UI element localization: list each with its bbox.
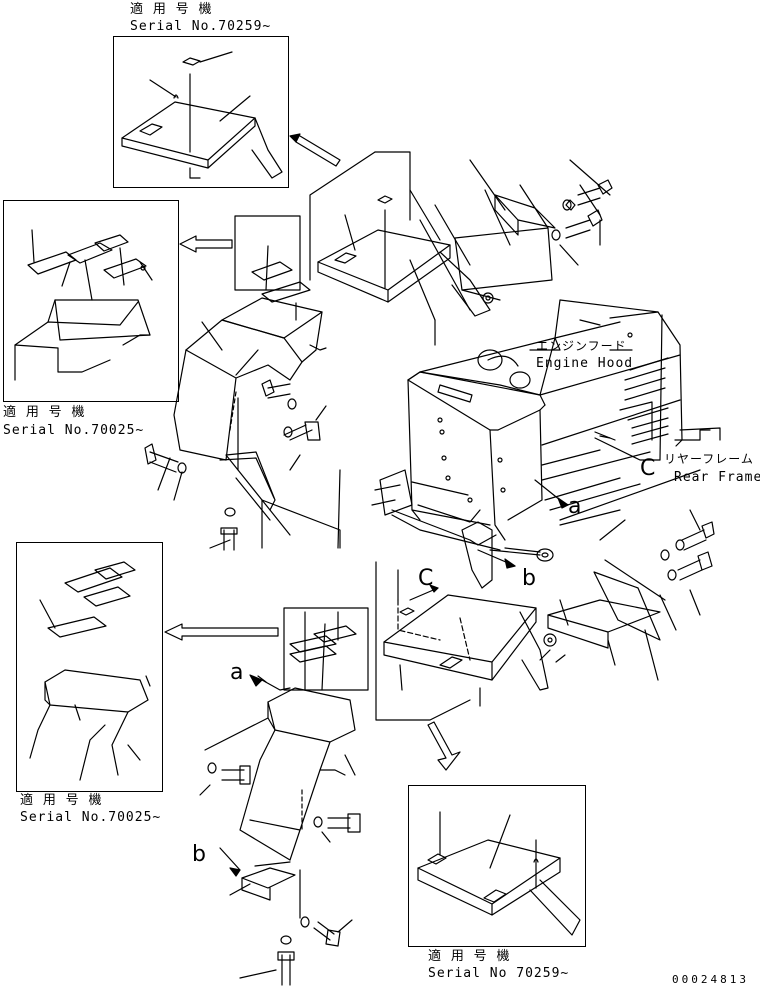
ref-label-c-main: C: [640, 456, 656, 481]
inset-left-lower-applicable: 適 用 号 機: [20, 793, 103, 808]
upper-right-brackets: [455, 160, 612, 303]
inset-left-lower-serial: Serial No.70025~: [20, 810, 162, 825]
upper-left-main-cover: [174, 246, 326, 460]
lower-right-brackets: [490, 510, 714, 680]
engine-hood-label-en: Engine Hood: [536, 356, 634, 371]
upper-center-cover: [318, 190, 490, 345]
inset-left-upper-applicable: 適 用 号 機: [3, 405, 86, 420]
ref-label-a-main: a: [568, 494, 582, 519]
rear-frame-label-jp: リヤーフレーム: [664, 452, 754, 466]
inset-top-box: [113, 36, 289, 188]
inset-bottom-right-serial: Serial No 70259~: [428, 966, 570, 981]
left-bracket-and-bolts: [145, 350, 340, 550]
label-leaders: [478, 338, 660, 568]
inset-top-serial: Serial No.70259~: [130, 19, 272, 34]
inset-left-lower-box: [16, 542, 163, 792]
lower-main-cover: [205, 612, 356, 860]
inset-left-upper-box: [3, 200, 179, 402]
ref-label-c-lower: C: [418, 566, 434, 591]
ref-label-b-main: b: [522, 566, 536, 591]
ref-label-a-lower: a: [230, 660, 244, 685]
inset-bottom-right-box: [408, 785, 586, 947]
upper-bracket-frames: [235, 152, 470, 720]
lower-left-bolts: [200, 763, 360, 985]
inset-arrows: [165, 134, 460, 770]
inset-left-upper-cover: [15, 230, 152, 380]
inset-bottom-right-applicable: 適 用 号 機: [428, 949, 511, 964]
inset-top-applicable: 適 用 号 機: [130, 2, 213, 17]
inset-left-lower-cover: [30, 562, 150, 780]
inset-bottom-right-cover: [418, 812, 580, 935]
lower-center-cover: [384, 570, 565, 706]
rear-frame-label-en: Rear Frame: [674, 470, 760, 485]
engine-hood-body: [408, 300, 710, 540]
engine-hood-label-jp: エンジンフード: [536, 339, 627, 353]
inset-left-upper-serial: Serial No.70025~: [3, 423, 145, 438]
ref-label-b-lower: b: [192, 842, 206, 867]
drawing-number: 00024813: [672, 973, 749, 986]
base-frame: [262, 428, 720, 588]
inset-top-cover: [122, 52, 282, 178]
